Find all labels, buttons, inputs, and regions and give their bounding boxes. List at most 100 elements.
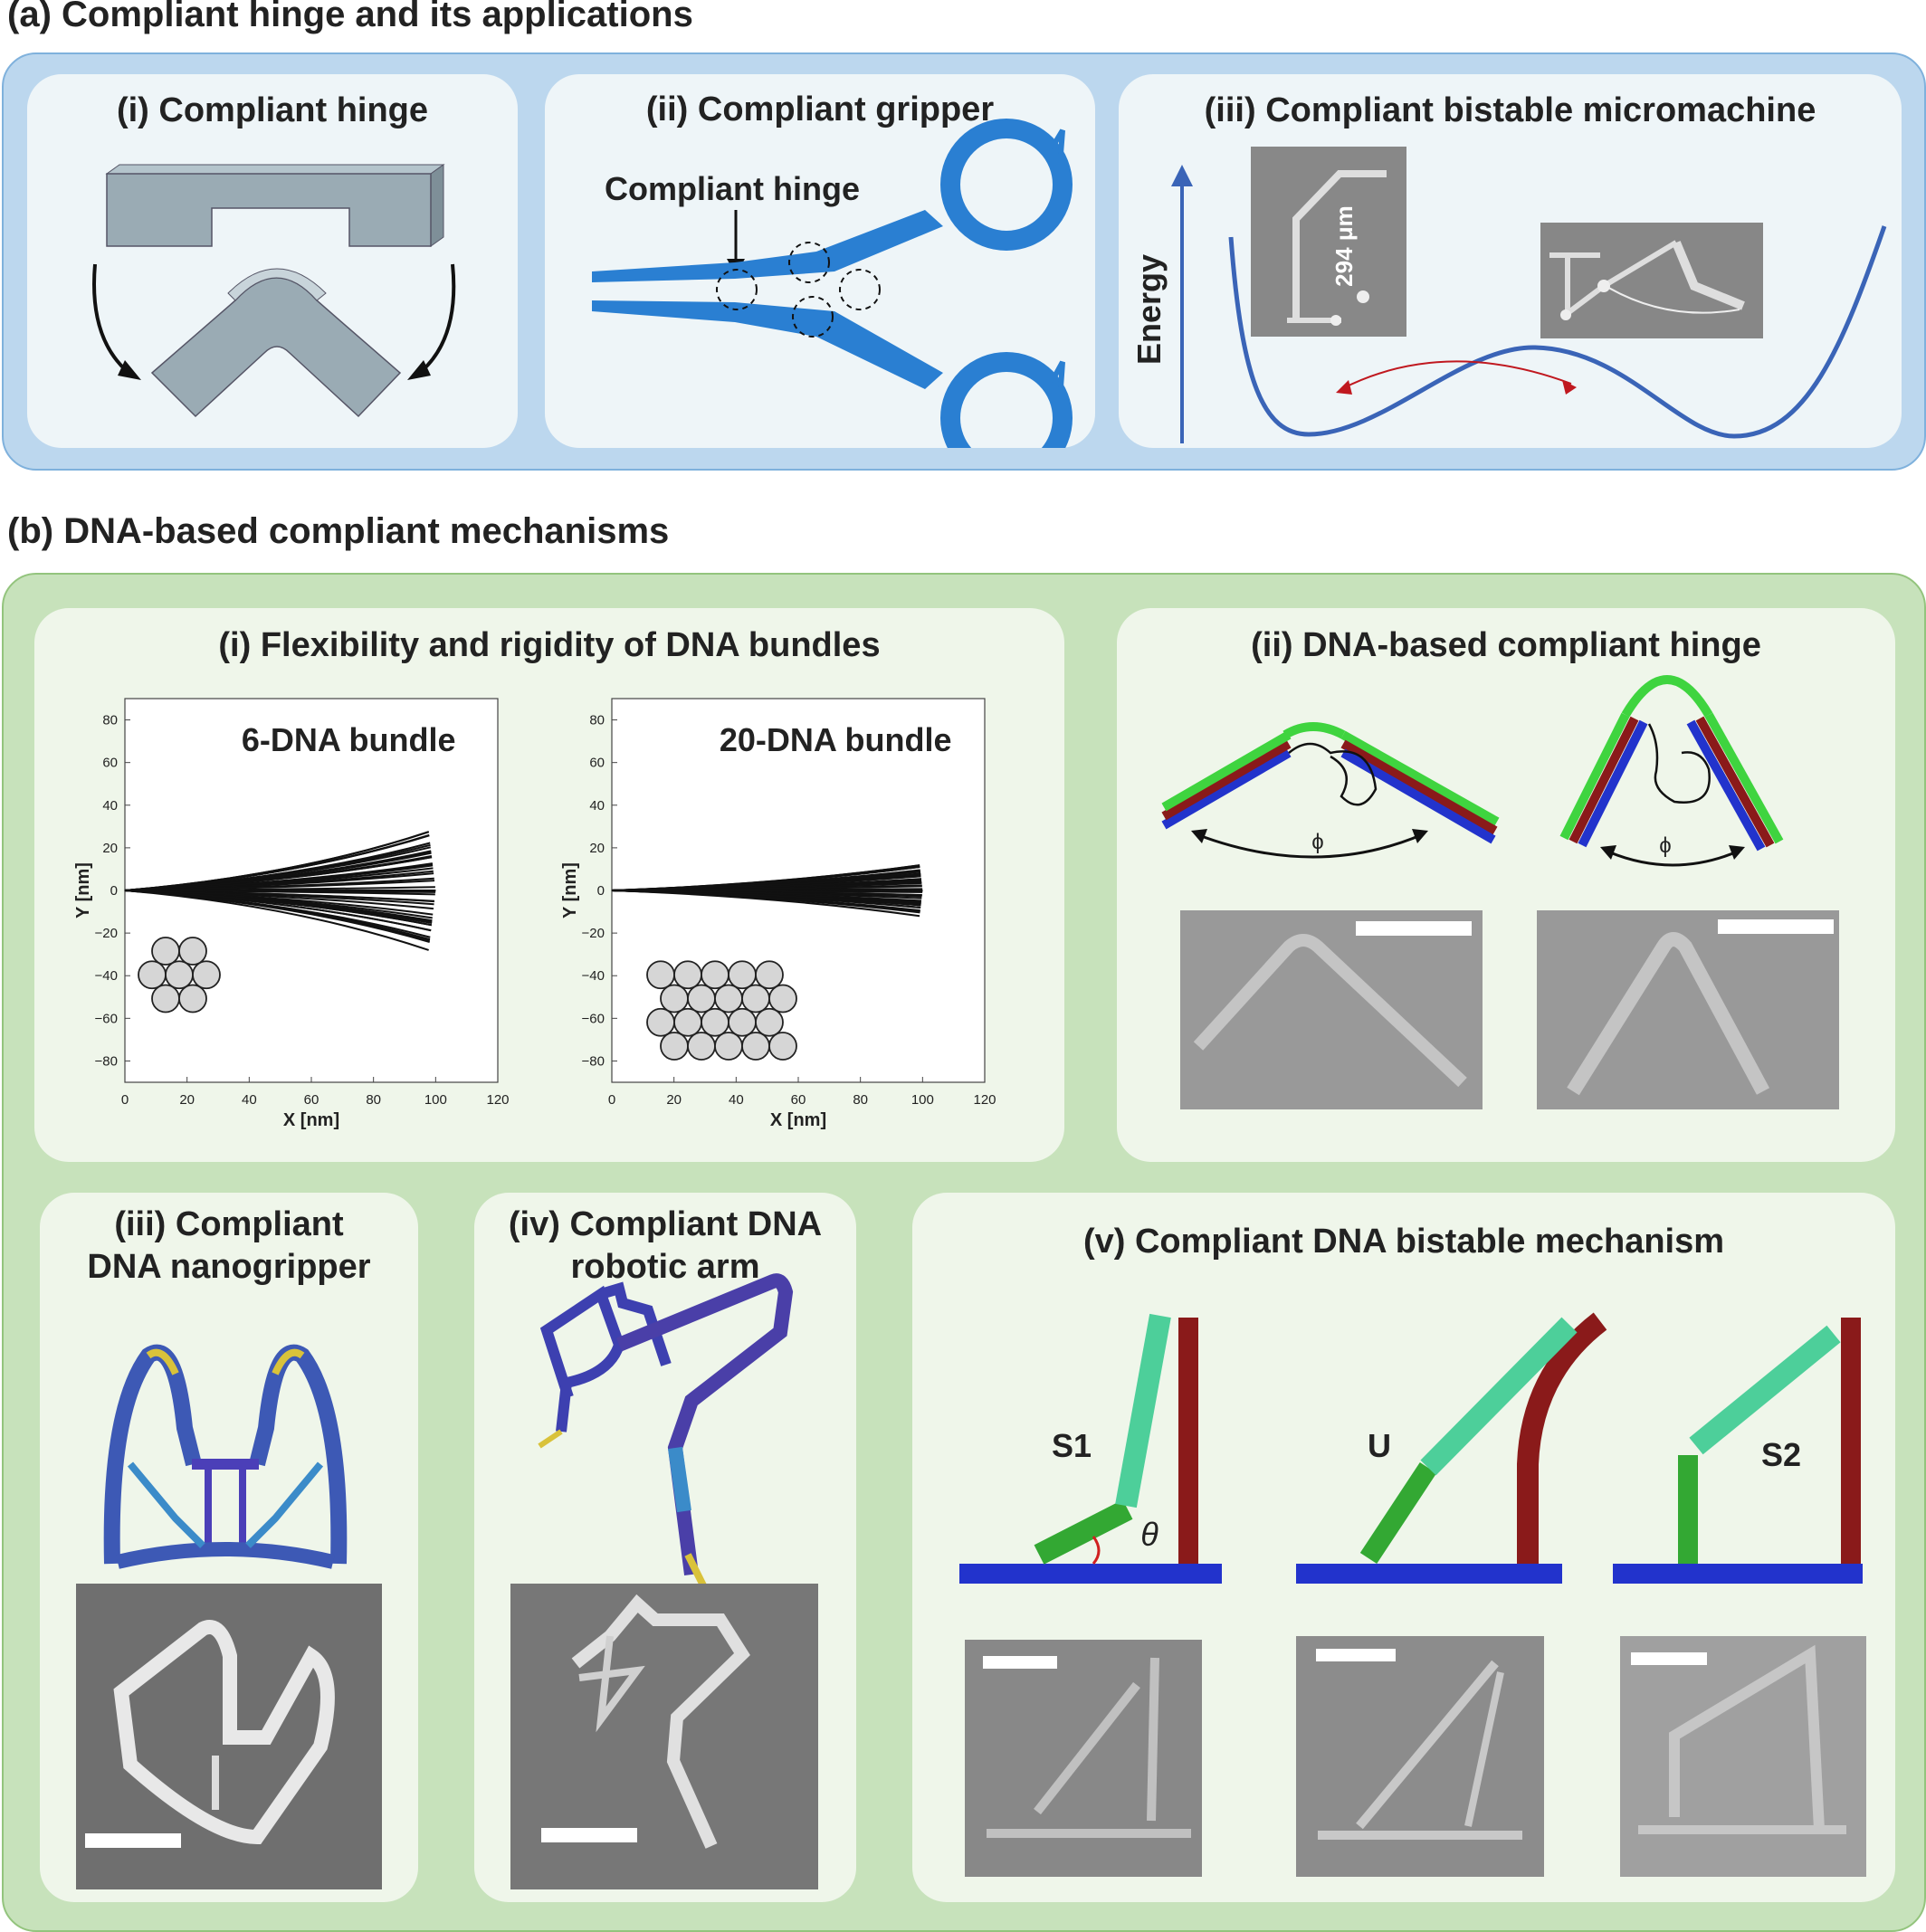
y-tick-label: 80 — [102, 713, 118, 728]
trajectory — [611, 890, 920, 912]
y-tick-label: 20 — [589, 841, 605, 856]
helix-cross-section — [755, 960, 784, 990]
helix-cross-section — [151, 984, 180, 1014]
helix-cross-section — [701, 960, 729, 990]
tem-image-hinge-closed — [1537, 910, 1839, 1109]
trajectory — [124, 890, 431, 938]
y-tick-label: −20 — [582, 926, 605, 941]
dna-hinge-open: ϕ — [1161, 722, 1500, 859]
angle-phi-open: ϕ — [1311, 830, 1323, 854]
angle-phi-closed: ϕ — [1659, 833, 1671, 858]
helix-cross-section — [178, 984, 207, 1014]
scale-bar — [541, 1828, 637, 1842]
helix-cross-section — [646, 1007, 675, 1037]
tem-image-robotic-arm — [510, 1584, 818, 1889]
panel-a-i: (i) Compliant hinge — [27, 74, 518, 448]
helix-cross-section — [660, 1032, 689, 1061]
trajectory — [124, 842, 431, 891]
y-axis-label: Y [nm] — [73, 862, 93, 918]
panel-b-iv: (iv) Compliant DNA robotic arm — [474, 1193, 856, 1902]
helix-cross-section — [728, 1007, 757, 1037]
y-tick-label: −40 — [582, 968, 605, 984]
y-tick-label: −20 — [95, 926, 118, 941]
section-a-title: (a) Compliant hinge and its applications — [7, 0, 693, 34]
scale-bar — [1356, 921, 1472, 936]
tem-image-state-s2 — [1620, 1636, 1866, 1877]
helix-cross-section — [673, 1007, 702, 1037]
x-tick-label: 20 — [666, 1092, 682, 1108]
state-s1-label: S1 — [1052, 1427, 1092, 1464]
panel-b-i-title: (i) Flexibility and rigidity of DNA bund… — [218, 626, 881, 664]
y-tick-label: 40 — [589, 798, 605, 814]
helix-cross-section — [165, 960, 194, 990]
robotic-arm-model — [538, 1273, 794, 1593]
dna-hinge-closed: ϕ — [1559, 675, 1784, 867]
y-tick-label: 0 — [110, 883, 118, 899]
x-tick-label: 60 — [791, 1092, 806, 1108]
y-tick-label: −80 — [582, 1053, 605, 1069]
y-tick-label: −60 — [582, 1011, 605, 1026]
energy-landscape-plot: Energy — [1130, 165, 1887, 443]
x-tick-label: 60 — [304, 1092, 319, 1108]
x-tick-label: 20 — [179, 1092, 195, 1108]
scale-bar — [1631, 1652, 1707, 1665]
panel-b-v: (v) Compliant DNA bistable mechanism θ S… — [912, 1193, 1895, 1902]
scale-label: 294 μm — [1330, 205, 1358, 287]
angle-theta: θ — [1140, 1516, 1158, 1553]
x-tick-label: 40 — [242, 1092, 257, 1108]
helix-cross-section — [687, 1032, 716, 1061]
panel-a-iii: (iii) Compliant bistable micromachine En… — [1119, 74, 1902, 448]
section-b-title: (b) DNA-based compliant mechanisms — [7, 511, 670, 551]
x-tick-label: 100 — [424, 1092, 447, 1108]
scale-bar — [85, 1833, 181, 1848]
x-tick-label: 120 — [486, 1092, 509, 1108]
x-axis-label: X [nm] — [283, 1110, 339, 1130]
bundle-label: 6-DNA bundle — [242, 721, 456, 758]
x-tick-label: 40 — [729, 1092, 744, 1108]
bundle-label: 20-DNA bundle — [720, 721, 952, 758]
trajectory — [124, 890, 434, 910]
dna-hinge-illustrations: ϕ ϕ — [1161, 675, 1784, 867]
y-tick-label: 0 — [597, 883, 605, 899]
panel-b-ii: (ii) DNA-based compliant hinge ϕ — [1117, 608, 1895, 1162]
y-axis-label: Y [nm] — [560, 862, 580, 918]
x-axis-label: X [nm] — [770, 1110, 826, 1130]
y-tick-label: 60 — [589, 756, 605, 771]
y-tick-label: 20 — [102, 841, 118, 856]
helix-cross-section — [714, 984, 743, 1014]
tem-image-state-s1 — [965, 1640, 1202, 1877]
panel-b-iii: (iii) Compliant DNA nanogripper — [40, 1193, 418, 1902]
helix-cross-section — [192, 960, 221, 990]
panel-b-iv-title: (iv) Compliant DNA robotic arm — [508, 1205, 823, 1286]
helix-cross-section — [151, 937, 180, 966]
x-tick-label: 100 — [911, 1092, 934, 1108]
scale-bar — [983, 1656, 1057, 1669]
helix-cross-section — [768, 1032, 797, 1061]
helix-cross-section — [660, 984, 689, 1014]
y-tick-label: −40 — [95, 968, 118, 984]
helix-cross-section — [701, 1007, 729, 1037]
scale-bar — [1718, 919, 1834, 934]
x-tick-label: 0 — [121, 1092, 129, 1108]
state-s1-model: θ S1 — [959, 1313, 1222, 1584]
helix-cross-section — [741, 1032, 770, 1061]
tem-image-state-u — [1296, 1636, 1544, 1877]
panel-a-ii: (ii) Compliant gripper Compliant hinge — [545, 74, 1095, 448]
trajectory — [124, 877, 434, 891]
helix-cross-section — [687, 984, 716, 1014]
scale-bar — [1316, 1649, 1396, 1661]
energy-axis-label: Energy — [1130, 254, 1168, 365]
trajectory — [124, 855, 433, 891]
helix-cross-section — [138, 960, 167, 990]
panel-a-iii-title: (iii) Compliant bistable micromachine — [1204, 91, 1816, 129]
y-tick-label: 40 — [102, 798, 118, 814]
helix-cross-section — [714, 1032, 743, 1061]
state-s2-model: S2 — [1613, 1318, 1863, 1584]
panel-b-iii-title: (iii) Compliant DNA nanogripper — [87, 1205, 371, 1286]
y-tick-label: 60 — [102, 756, 118, 771]
x-tick-label: 120 — [973, 1092, 996, 1108]
helix-cross-section — [741, 984, 770, 1014]
nanogripper-model — [103, 1344, 348, 1569]
helix-cross-section — [728, 960, 757, 990]
helix-cross-section — [755, 1007, 784, 1037]
